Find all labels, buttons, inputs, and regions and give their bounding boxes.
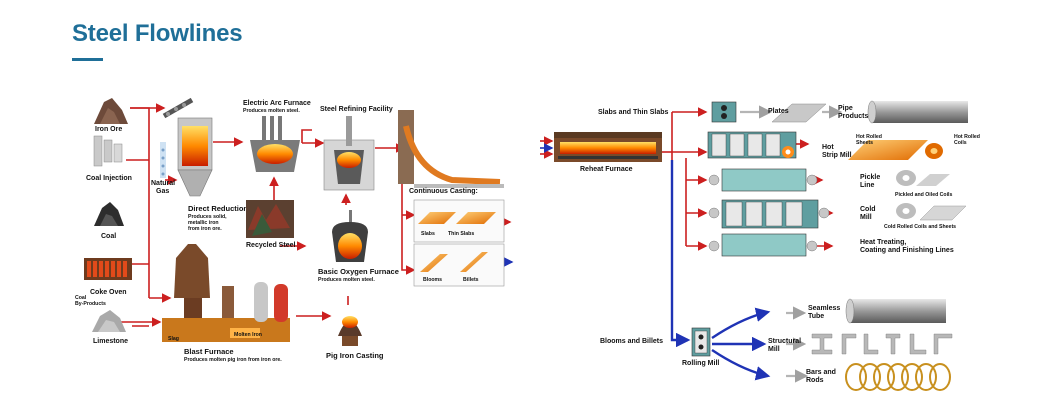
blooms-billets-label: Blooms and Billets <box>600 338 663 345</box>
slabs-label: Slabs <box>421 231 435 237</box>
reheat-furnace-icon <box>554 132 662 162</box>
electric-arc-furnace-icon <box>250 116 300 172</box>
direct-reduction-desc-2: metallic iron <box>188 220 219 226</box>
seamless-tube-label-2: Tube <box>808 313 824 320</box>
left-diagram: Iron Ore Coal Injection Natural Gas Coal <box>75 97 514 363</box>
pickle-line-icon <box>708 168 818 192</box>
thin-slabs-label: Thin Slabs <box>448 231 474 237</box>
blast-furnace-title: Blast Furnace <box>184 347 234 356</box>
hot-strip-mill-label-2: Strip Mill <box>822 152 852 159</box>
steel-refining-icon <box>323 116 375 191</box>
limestone-label: Limestone <box>93 338 128 345</box>
pipe-products-label-1: Pipe <box>838 105 853 112</box>
coal-label: Coal <box>101 233 116 240</box>
blooms-label: Blooms <box>423 277 442 283</box>
heat-treating-label-2: Coating and Finishing Lines <box>860 247 954 254</box>
hot-rolled-sheets-label-2: Sheets <box>856 140 873 146</box>
cold-rolled-label: Cold Rolled Coils and Sheets <box>884 224 956 230</box>
cold-mill-icon <box>708 199 830 229</box>
iron-ore-label: Iron Ore <box>95 126 122 133</box>
natural-gas-icon <box>160 142 166 178</box>
hot-rolled-sheets-icon <box>848 140 928 160</box>
pig-iron-casting-icon <box>338 316 362 346</box>
cold-rolled-icon <box>896 203 967 221</box>
plates-label: Plates <box>768 108 789 115</box>
hot-rolled-coils-label-2: Coils <box>954 140 967 146</box>
electric-arc-desc: Produces molten steel. <box>243 108 300 114</box>
rolling-mill-label: Rolling Mill <box>682 360 719 367</box>
seamless-tube-label-1: Seamless <box>808 305 840 312</box>
coal-byproducts-label-2: By-Products <box>75 301 106 307</box>
pickle-line-label-2: Line <box>860 182 874 189</box>
natural-gas-label-2: Gas <box>156 188 169 195</box>
bars-rods-label-2: Rods <box>806 377 824 384</box>
basic-oxygen-furnace-icon <box>332 210 368 262</box>
hot-strip-mill-label-1: Hot <box>822 144 834 151</box>
cold-mill-label-2: Mill <box>860 214 872 221</box>
title-underline <box>72 58 103 61</box>
conveyor-icon <box>162 97 194 119</box>
right-diagram: Slabs and Thin Slabs Reheat Furnace Plat… <box>540 100 980 391</box>
bars-rods-icon <box>845 363 951 391</box>
blast-furnace-icon <box>162 244 290 342</box>
plate-mill-icon <box>711 101 737 123</box>
continuous-casting-title: Continuous Casting: <box>409 188 478 195</box>
pipe-products-label-2: Products <box>838 113 868 120</box>
blast-furnace-desc: Produces molten pig iron from iron ore. <box>184 357 282 363</box>
recycled-steel-icon <box>246 200 294 238</box>
rolling-mill-icon <box>691 327 711 357</box>
pickled-oiled-coils-icon <box>896 170 950 186</box>
iron-ore-icon <box>94 98 128 124</box>
coke-oven-label: Coke Oven <box>90 289 127 296</box>
molten-iron-label: Molten Iron <box>234 332 262 338</box>
pipe-products-icon <box>867 100 968 124</box>
plates-icon <box>771 103 827 123</box>
blooms-billets-icon <box>413 243 505 287</box>
direct-reduction-desc-1: Produces solid, <box>188 214 227 220</box>
heat-treating-label-1: Heat Treating, <box>860 239 906 246</box>
basic-oxygen-desc: Produces molten steel. <box>318 277 375 283</box>
pig-iron-casting-label: Pig Iron Casting <box>326 351 384 360</box>
hot-rolled-sheets-label-1: Hot Rolled <box>856 134 882 140</box>
coal-byproducts-label-1: Coal <box>75 295 87 301</box>
cold-mill-label-1: Cold <box>860 206 876 213</box>
basic-oxygen-title: Basic Oxygen Furnace <box>318 267 399 276</box>
bars-rods-label-1: Bars and <box>806 369 836 376</box>
seamless-tube-icon <box>845 298 946 324</box>
continuous-casting-icon <box>398 110 504 188</box>
page-title: Steel Flowlines <box>72 20 243 47</box>
pickle-line-label-1: Pickle <box>860 174 880 181</box>
direct-reduction-title: Direct Reduction <box>188 204 248 213</box>
slag-label: Slag <box>168 336 179 342</box>
hot-rolled-coils-icon <box>925 143 943 159</box>
pickled-oiled-coils-label: Pickled and Oiled Coils <box>895 192 952 198</box>
recycled-steel-label: Recycled Steel <box>246 242 295 249</box>
hot-rolled-coils-label-1: Hot Rolled <box>954 134 980 140</box>
billets-label: Billets <box>463 277 479 283</box>
slabs-thin-slabs-label: Slabs and Thin Slabs <box>598 109 669 116</box>
coal-icon <box>94 202 124 226</box>
steel-refining-title: Steel Refining Facility <box>320 106 393 113</box>
coal-injection-icon <box>93 135 123 167</box>
heat-treating-icon <box>708 233 818 257</box>
natural-gas-label-1: Natural <box>151 180 175 187</box>
slabs-icon <box>413 199 505 243</box>
hot-strip-mill-icon <box>707 131 797 159</box>
reheat-furnace-label: Reheat Furnace <box>580 166 633 173</box>
direct-reduction-icon <box>177 117 213 197</box>
structural-mill-label-1: Structural <box>768 338 801 345</box>
right-flow-lines <box>540 105 843 383</box>
coke-oven-icon <box>84 258 132 280</box>
direct-reduction-desc-3: from iron ore. <box>188 226 222 232</box>
coal-injection-label: Coal Injection <box>86 175 132 182</box>
structural-shapes-icon <box>811 333 953 355</box>
limestone-icon <box>92 310 126 332</box>
structural-mill-label-2: Mill <box>768 346 780 353</box>
electric-arc-title: Electric Arc Furnace <box>243 100 311 107</box>
